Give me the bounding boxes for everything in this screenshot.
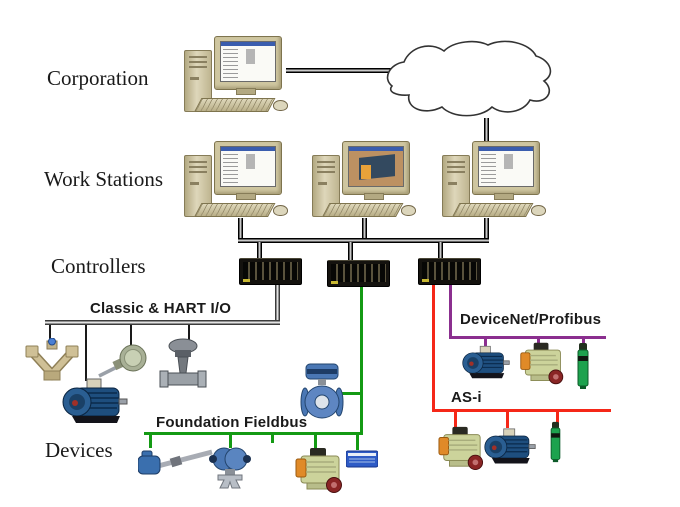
fieldbus-flowmeter-stub (340, 392, 362, 395)
pressure-transmitter (208, 446, 252, 490)
asi-bus (432, 409, 611, 412)
classic-drop-valve (188, 325, 190, 342)
devicenet-riser (449, 283, 452, 338)
level-label-corporation: Corporation (47, 66, 149, 90)
computer-keyboard (194, 203, 276, 217)
fieldbus-drop-4 (314, 435, 317, 448)
controller-module-2 (327, 260, 390, 287)
asi-riser (432, 283, 435, 411)
asi-drop-2 (506, 412, 509, 428)
asi-label: AS-i (451, 389, 482, 406)
computer-screen (348, 146, 404, 187)
electric-motor-devicenet (462, 344, 510, 382)
fieldbus-drop-3 (271, 435, 274, 443)
computer-mouse (531, 205, 546, 216)
devicenet-drop-1 (484, 339, 487, 351)
computer-keyboard (194, 98, 276, 112)
electric-motor-hart (62, 377, 128, 427)
corporation-computer (184, 36, 290, 116)
coriolis-flow-meter (24, 338, 80, 384)
control-valve (158, 337, 208, 393)
fieldbus-bus (144, 432, 363, 435)
fieldbus-drop-1 (149, 435, 152, 448)
classic-drop-motor (85, 325, 87, 381)
level-label-workstations: Work Stations (44, 167, 164, 191)
cloud-workstation-link (484, 118, 489, 146)
controller1-drop (257, 242, 262, 259)
computer-monitor (472, 141, 540, 195)
computer-keyboard (322, 203, 404, 217)
computer-screen (220, 146, 276, 187)
fieldbus-label: Foundation Fieldbus (156, 414, 308, 431)
workstation-2 (312, 141, 418, 221)
controller2-drop (348, 242, 353, 261)
computer-screen (478, 146, 534, 187)
classic-hart-bus (45, 320, 280, 325)
valve-positioner-fieldbus (293, 446, 345, 494)
devicenet-bus (449, 336, 606, 339)
workstation2-drop (362, 218, 367, 241)
workstation1-drop (238, 218, 243, 241)
fieldbus-drop-2 (229, 435, 232, 448)
computer-mouse (401, 205, 416, 216)
controller3-drop (438, 242, 443, 259)
network-cloud (380, 36, 562, 124)
controller-module-1 (239, 258, 302, 285)
workstation3-drop (484, 218, 489, 241)
proximity-sensor-asi (548, 421, 563, 463)
computer-mouse (273, 100, 288, 111)
asi-drop-1 (454, 412, 457, 427)
corporation-cloud-link (286, 68, 406, 73)
computer-monitor (214, 141, 282, 195)
valve-positioner-asi (436, 425, 486, 471)
level-label-devices: Devices (45, 438, 113, 462)
temperature-transmitter-hart (97, 343, 151, 379)
devicenet-label: DeviceNet/Profibus (460, 311, 602, 328)
temperature-sensor-fieldbus (138, 444, 218, 480)
classic-hart-label: Classic & HART I/O (90, 300, 232, 317)
workstation-bus (238, 238, 489, 243)
magnetic-flowmeter (299, 363, 345, 421)
computer-monitor (342, 141, 410, 195)
workstation-1 (184, 141, 290, 221)
controller-module-3 (418, 258, 481, 285)
electric-motor-asi (484, 426, 536, 468)
computer-mouse (273, 205, 288, 216)
computer-monitor (214, 36, 282, 90)
proximity-sensor-devicenet (575, 342, 591, 390)
computer-screen (220, 41, 276, 82)
level-label-controllers: Controllers (51, 254, 146, 278)
computer-keyboard (452, 203, 534, 217)
fieldbus-drop-5 (356, 435, 359, 450)
workstation-3 (442, 141, 548, 221)
fieldbus-riser (360, 285, 363, 435)
valve-positioner-devicenet (518, 340, 566, 386)
classic-hart-riser (275, 283, 280, 324)
classic-drop-coriolis (49, 325, 51, 341)
asi-drop-3 (556, 412, 559, 424)
io-module-fieldbus (346, 449, 378, 469)
classic-drop-temperature (130, 325, 132, 346)
